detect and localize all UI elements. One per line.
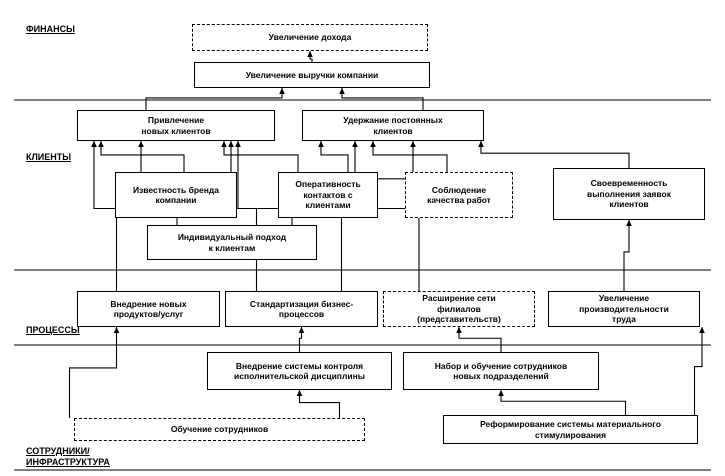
node-n6[interactable]: Оперативность контактов с клиентами — [278, 172, 378, 218]
node-n4[interactable]: Удержание постоянных клиентов — [302, 110, 484, 141]
connector-n8-to-n4 — [478, 140, 630, 168]
node-n8[interactable]: Своевременность выполнения заявок клиент… — [553, 168, 705, 220]
node-label: Стандартизация бизнес- процессов — [249, 298, 354, 320]
node-n12[interactable]: Расширение сети филиалов (представительс… — [383, 291, 535, 327]
connector-n15-to-n12 — [456, 326, 502, 352]
connector-n16-to-n10 — [68, 326, 120, 418]
connector-n6-to-n4 — [318, 140, 349, 172]
connector-n4-to-n2 — [339, 87, 424, 110]
node-label: Реформирование системы материального сти… — [480, 419, 661, 440]
node-label: Внедрение новых продуктов/услуг — [110, 298, 187, 320]
connector-n17-to-n15 — [498, 389, 627, 415]
node-n17[interactable]: Реформирование системы материального сти… — [443, 415, 698, 444]
perspective-label-clients: КЛИЕНТЫ — [26, 152, 72, 162]
perspective-label-finance: ФИНАНСЫ — [26, 24, 75, 34]
node-label: Увеличение дохода — [268, 32, 352, 43]
node-n16[interactable]: Обучение сотрудников — [74, 418, 365, 441]
node-n10[interactable]: Внедрение новых продуктов/услуг — [77, 291, 220, 327]
connector-n7-to-n4 — [370, 140, 448, 172]
node-label: Увеличение выручки компании — [245, 69, 379, 80]
node-label: Увеличение производительности труда — [579, 293, 669, 325]
node-n15[interactable]: Набор и обучение сотрудников новых подра… — [403, 352, 599, 390]
node-label: Оперативность контактов с клиентами — [295, 179, 361, 211]
node-n11[interactable]: Стандартизация бизнес- процессов — [225, 291, 378, 327]
node-label: Удержание постоянных клиентов — [343, 115, 443, 136]
node-n1[interactable]: Увеличение дохода — [192, 24, 428, 51]
node-label: Внедрение системы контроля исполнительск… — [234, 360, 365, 382]
connector-n13-to-n8 — [623, 219, 632, 291]
connector-n17-to-n13 — [693, 326, 705, 415]
connector-n3-to-n2 — [145, 87, 285, 110]
connector-n5-to-n3 — [98, 140, 185, 172]
node-label: Расширение сети филиалов (представительс… — [417, 293, 501, 325]
connector-n16-to-n14 — [296, 389, 341, 418]
node-label: Соблюдение качества работ — [427, 184, 491, 206]
node-label: Привлечение новых клиентов — [141, 115, 211, 136]
node-n2[interactable]: Увеличение выручки компании — [194, 62, 430, 88]
node-n7[interactable]: Соблюдение качества работ — [405, 172, 513, 218]
perspective-label-staff: СОТРУДНИКИ/ ИНФРАСТРУКТУРА — [26, 446, 110, 467]
connector-n6-to-n3 — [221, 140, 299, 172]
node-n9[interactable]: Индивидуальный подход к клиентам — [147, 225, 317, 260]
perspective-label-processes: ПРОЦЕССЫ — [26, 325, 80, 335]
node-label: Известность бренда компании — [132, 184, 220, 206]
node-label: Набор и обучение сотрудников новых подра… — [434, 360, 568, 382]
node-n14[interactable]: Внедрение системы контроля исполнительск… — [207, 352, 392, 390]
node-label: Своевременность выполнения заявок клиент… — [587, 178, 671, 210]
connector-n2-to-n1 — [307, 50, 313, 62]
connector-n14-to-n11 — [298, 326, 305, 352]
connector-n10-to-n3 — [91, 140, 118, 291]
node-n3[interactable]: Привлечение новых клиентов — [77, 110, 275, 141]
node-label: Обучение сотрудников — [170, 424, 269, 435]
node-n5[interactable]: Известность бренда компании — [115, 172, 237, 218]
node-n13[interactable]: Увеличение производительности труда — [548, 291, 700, 327]
node-label: Индивидуальный подход к клиентам — [177, 232, 287, 253]
